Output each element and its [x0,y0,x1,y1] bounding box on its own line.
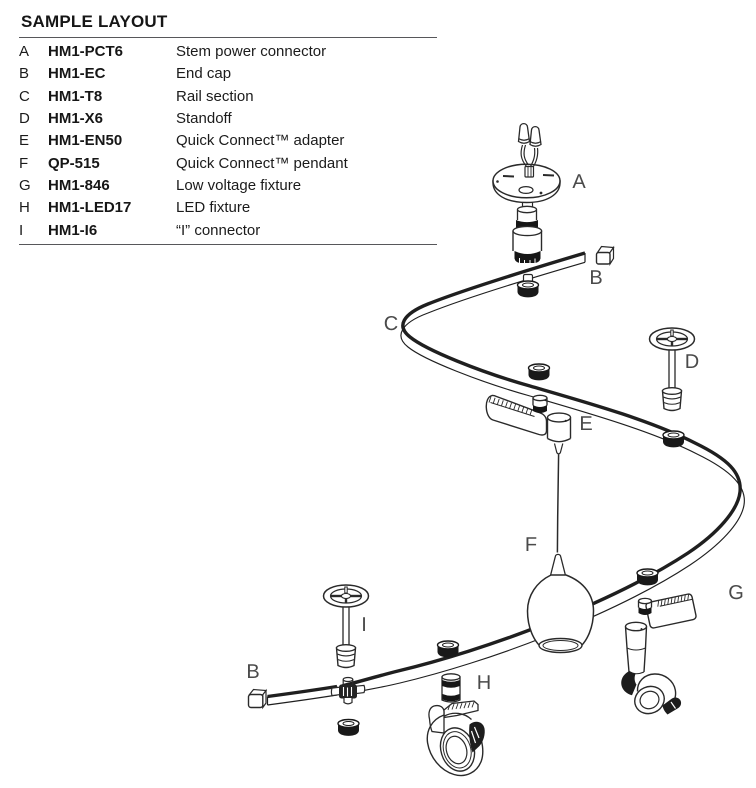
legend-part: HM1-LED17 [48,199,132,217]
knob-e [527,363,551,382]
legend-letter: C [19,87,30,105]
legend-row: B HM1-EC End cap [19,63,437,85]
wire-nut-right [529,125,542,147]
legend-part: HM1-I6 [48,221,98,239]
legend-row: G HM1-846 Low voltage fixture [19,174,437,196]
legend-part: HM1-EN50 [48,132,123,150]
knob-g [636,568,659,587]
knob-a [516,280,540,299]
adapter-hatch [488,396,533,416]
label-g: G [728,582,744,604]
label-a: A [572,171,586,193]
legend-row: E HM1-EN50 Quick Connect™ adapter [19,130,437,152]
legend-desc: Quick Connect™ adapter [176,132,345,150]
wire-left [520,144,529,167]
rail-top-edge [341,251,742,688]
legend-letter: E [19,132,30,150]
legend-desc: Low voltage fixture [176,176,302,194]
legend-row: H HM1-LED17 LED fixture [19,197,437,219]
legend-row: C HM1-T8 Rail section [19,85,437,107]
legend-letter: H [19,199,30,217]
label-c: C [384,313,398,335]
legend-desc: Stem power connector [176,43,327,61]
legend-part: HM1-X6 [48,110,104,128]
label-i: I [361,614,367,636]
label-b-top: B [589,267,602,289]
rail-section [266,251,745,706]
legend-letter: A [19,43,30,61]
legend: SAMPLE LAYOUT A HM1-PCT6 Stem power connec… [19,12,437,246]
label-d: D [685,351,699,373]
low-voltage-fixture [621,593,697,715]
i-connector [330,676,366,705]
rail-left-bottom-edge [267,694,338,706]
legend-desc: Standoff [176,110,232,128]
wire-nut-left [517,122,531,144]
legend-title: SAMPLE LAYOUT [21,12,168,31]
label-b-bottom: B [246,661,259,683]
legend-row: A HM1-PCT6 Stem power connector [19,41,437,63]
legend-row: D HM1-X6 Standoff [19,107,437,129]
led-fixture [426,673,485,777]
diagram-labels: A B C D E F G H I B [246,171,743,694]
label-f: F [525,534,537,556]
legend-letter: G [19,176,31,194]
legend-row: F QP-515 Quick Connect™ pendant [19,152,437,174]
legend-desc: End cap [176,65,232,83]
legend-rule-top [19,37,437,38]
rail-bottom-edge [341,261,745,696]
rail-clamp-knobs [337,273,685,737]
standoff-d [648,326,696,412]
label-e: E [579,413,592,435]
pendant-shade [526,574,595,647]
legend-letter: I [19,221,24,239]
legend-part: HM1-EC [48,65,106,83]
legend-letter: F [19,154,29,172]
standoff-i [322,583,370,669]
knob-h [436,640,460,659]
legend-part: HM1-846 [48,176,110,194]
end-cap-top [595,245,615,267]
knob-i [337,718,360,737]
label-h: H [477,672,491,694]
end-cap-bottom [247,688,268,710]
legend-part: QP-515 [48,154,100,172]
legend-letter: B [19,65,30,83]
quick-connect-adapter [485,394,572,455]
rail-left-top-edge [267,684,338,699]
legend-desc: Quick Connect™ pendant [176,154,348,172]
legend-row: I HM1-I6 “I” connector [19,219,437,241]
legend-part: HM1-PCT6 [48,43,124,61]
legend-desc: “I” connector [176,221,261,239]
knob-d [662,430,685,449]
legend-rule-bottom [19,244,437,246]
legend-letter: D [19,110,30,128]
legend-part: HM1-T8 [48,87,103,105]
stem-power-connector [492,122,561,264]
legend-rows: A HM1-PCT6 Stem power connector B HM1-EC End… [19,38,437,244]
legend-desc: LED fixture [176,199,251,217]
pendant-cable [556,454,560,553]
quick-connect-pendant [526,454,595,654]
legend-desc: Rail section [176,87,254,105]
